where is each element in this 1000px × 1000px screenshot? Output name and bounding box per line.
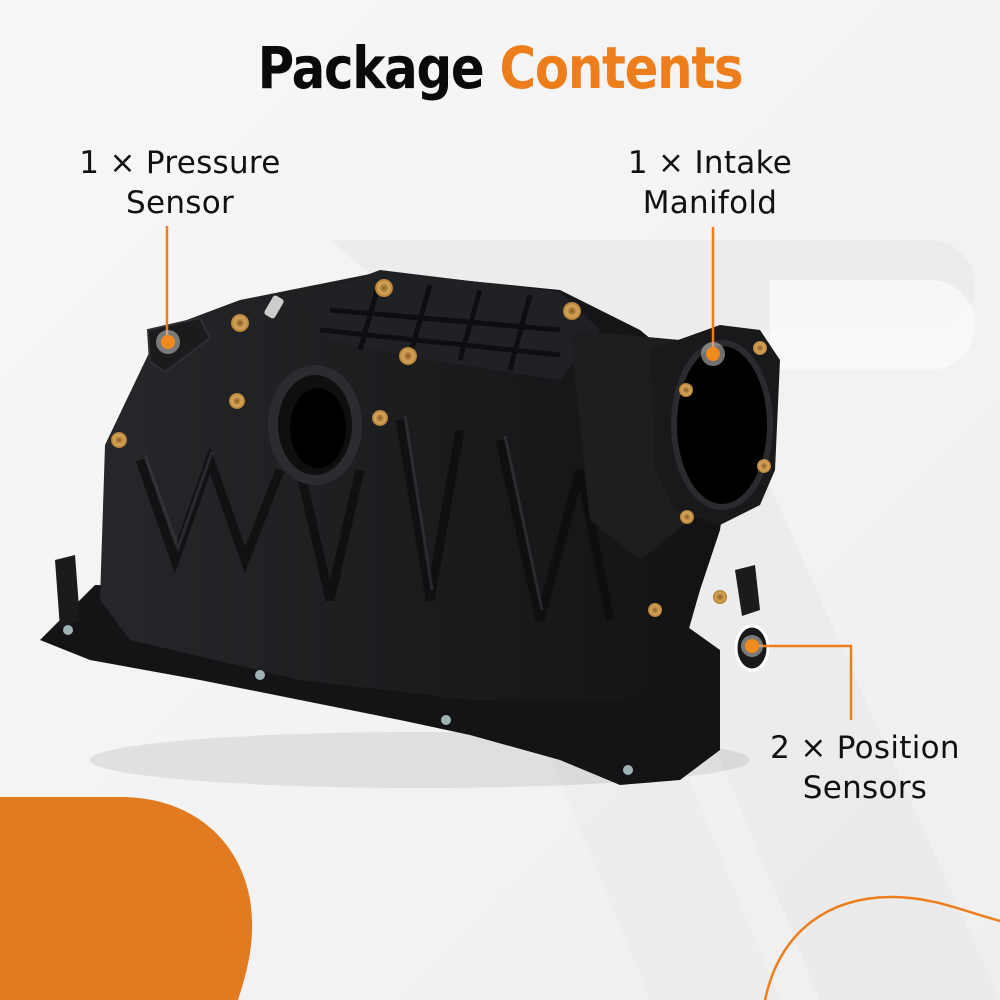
callout-label-position-sensors: 2 × Position Sensors <box>740 728 990 808</box>
orange-curve <box>763 895 1000 1000</box>
position-sensors-line2: Sensors <box>802 770 928 806</box>
position-sensor-marker <box>745 639 759 653</box>
base-bolts <box>63 625 633 775</box>
pressure-sensor-marker <box>161 335 175 349</box>
main-intake-opening <box>671 340 773 510</box>
pressure-sensor-line2: Sensor <box>125 185 235 221</box>
pressure-sensor-line1: 1 × Pressure <box>79 145 281 181</box>
intake-manifold-marker <box>706 347 720 361</box>
brass-inserts <box>111 279 771 617</box>
position-sensors-line1: 2 × Position <box>770 730 960 766</box>
callout-intake-manifold <box>701 227 725 366</box>
orange-blob <box>0 797 253 1000</box>
callout-label-intake-manifold: 1 × Intake Manifold <box>600 143 820 223</box>
bg-faint-stripe <box>770 280 975 370</box>
callout-position-sensors <box>741 635 853 720</box>
page-title: Package Contents <box>70 28 930 108</box>
title-part-package: Package <box>257 34 485 102</box>
callout-label-pressure-sensor: 1 × Pressure Sensor <box>55 143 305 223</box>
callout-pressure-sensor <box>156 226 180 354</box>
intake-manifold-line2: Manifold <box>642 185 778 221</box>
intake-manifold-line1: 1 × Intake <box>627 145 793 181</box>
title-part-contents: Contents <box>499 34 744 102</box>
